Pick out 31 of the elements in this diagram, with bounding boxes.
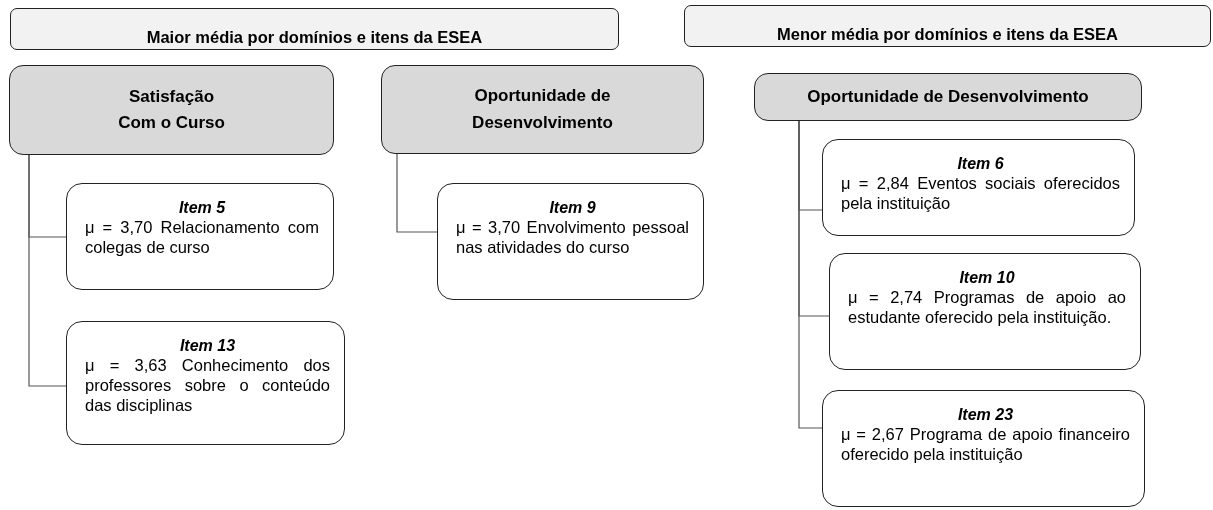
- item-box: [66, 321, 345, 445]
- domain-box: [9, 65, 334, 155]
- section-title: Maior média por domínios e itens da ESEA: [146, 28, 483, 47]
- item-title: Item 6: [956, 154, 1005, 173]
- item-box: [437, 183, 704, 300]
- item-description: μ = 3,70 Relacionamento com colegas de curso: [85, 217, 319, 257]
- item-box: [822, 139, 1135, 236]
- item-title: Item 5: [177, 198, 227, 217]
- item-description: μ = 3,63 Conhecimento dos professores sobre o conteúdo das disciplinas: [85, 355, 330, 415]
- item-description: μ = 2,67 Programa de apoio financeiro oferecido pela instituição: [841, 424, 1130, 464]
- item-description: μ = 2,74 Programas de apoio ao estudante oferecido pela instituição.: [848, 287, 1126, 327]
- domain-box: [754, 73, 1142, 121]
- item-title: Item 10: [958, 268, 1016, 287]
- domain-title: Oportunidade de Desenvolvimento: [807, 85, 1089, 108]
- section-header-box: [684, 5, 1211, 47]
- connector-line: [396, 153, 438, 233]
- item-title: Item 23: [956, 405, 1015, 424]
- item-title: Item 13: [178, 336, 237, 355]
- item-description: μ = 2,84 Eventos sociais oferecidos pela instituição: [841, 173, 1120, 213]
- connector-line: [798, 120, 823, 429]
- section-header-box: [10, 8, 619, 50]
- section-title: Menor média por domínios e itens da ESEA: [776, 25, 1119, 44]
- item-box: [66, 183, 334, 290]
- item-box: [829, 253, 1141, 370]
- domain-title: Satisfação Com o Curso: [117, 85, 226, 134]
- item-box: [822, 390, 1145, 507]
- domain-box: [381, 65, 704, 154]
- domain-title: Oportunidade de Desenvolvimento: [471, 85, 614, 134]
- item-title: Item 9: [548, 198, 597, 217]
- item-description: μ = 3,70 Envolvimento pessoal nas atividades do curso: [456, 217, 689, 257]
- connector-line: [28, 154, 67, 387]
